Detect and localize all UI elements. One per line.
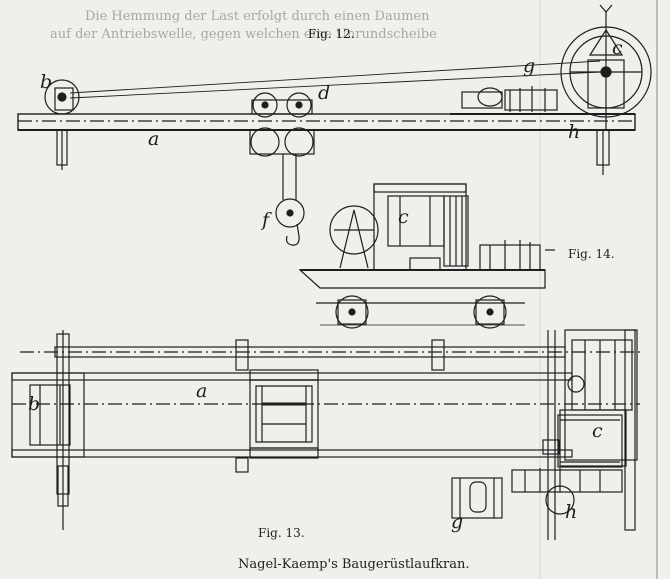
fig12-girder [17, 113, 636, 131]
fig14-label-c: c [398, 206, 409, 228]
fig12-label-b: b [40, 71, 52, 93]
svg-text:Die Hemmung der Last erfolgt d: Die Hemmung der Last erfolgt durch einen… [85, 9, 430, 24]
fig13-label-g: g [451, 511, 463, 533]
fig13-label-b: b [28, 393, 40, 415]
fig13-housing [564, 329, 638, 461]
svg-text:auf der Antriebswelle, gegen w: auf der Antriebswelle, gegen welchen ein… [50, 27, 437, 42]
fig12-trolley-wheel-right [286, 92, 312, 118]
fig13-label-c: c [592, 420, 603, 442]
fig13-trolley [249, 379, 319, 449]
fig13-component-g [451, 477, 503, 519]
figure-13-labels: Fig. 13. b a c g h [28, 380, 603, 540]
fig13-label-a: a [196, 380, 207, 402]
fig13-drum-c [557, 414, 623, 468]
fig12-title: Fig. 12. [308, 27, 355, 41]
fig14-base [298, 269, 546, 289]
figure-12-labels: b a d f g c h [40, 37, 623, 231]
fig12-wheel-b [44, 79, 80, 115]
fig13-left-frame [11, 372, 85, 458]
fig12-label-h: h [568, 121, 580, 143]
fig14-ratchet [329, 205, 379, 255]
figure-12: Fig. 12. [17, 4, 652, 246]
fig12-label-c: c [612, 37, 623, 59]
plate-caption: Nagel-Kaemp's Baugerüstlaufkran. [238, 557, 470, 572]
fig12-label-f: f [260, 209, 272, 231]
fig12-hook [285, 223, 300, 246]
fig12-hook-pulley-f [275, 198, 305, 228]
figure-14: Fig. 14. [298, 183, 615, 329]
fig12-label-d: d [318, 82, 330, 104]
fig12-label-a: a [148, 128, 159, 150]
show-through-text: Die Hemmung der Last erfolgt durch einen… [50, 9, 437, 42]
fig12-label-g: g [523, 55, 535, 77]
fig14-drum-c [387, 195, 445, 247]
fig14-title: Fig. 14. [568, 247, 615, 261]
fig13-title: Fig. 13. [258, 526, 305, 540]
fig12-trolley-wheel-left [252, 92, 278, 118]
figure-14-labels: c [398, 206, 409, 228]
fig13-label-h: h [565, 501, 577, 523]
figure-13 [11, 329, 640, 540]
